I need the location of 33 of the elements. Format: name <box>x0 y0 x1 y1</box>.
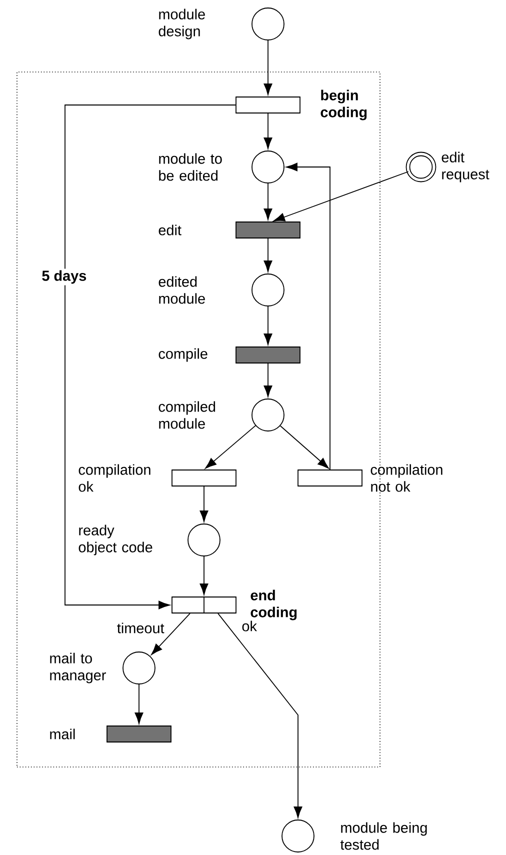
arrow <box>264 113 272 149</box>
node-label: edit <box>158 224 182 236</box>
arrow <box>205 425 256 469</box>
arrow <box>264 183 272 220</box>
node-label: mail to manager <box>50 652 106 684</box>
arrow <box>151 613 190 655</box>
node-label: compiled module <box>158 401 216 429</box>
arrow <box>64 104 236 610</box>
arrow <box>264 306 272 345</box>
arrow <box>200 486 208 522</box>
arrow <box>264 363 272 397</box>
node-label: edit request <box>442 152 490 182</box>
edge-label: 5 days <box>40 268 88 286</box>
node-label: compilation not ok <box>370 464 442 492</box>
node-label: compilation ok <box>78 464 150 492</box>
arrow <box>264 238 272 272</box>
node-label: begin coding <box>320 90 367 120</box>
arrow <box>200 556 208 595</box>
arrow <box>218 613 302 818</box>
node-label: compile <box>158 348 208 362</box>
arrow <box>134 684 144 724</box>
arrow <box>273 171 409 222</box>
node-label: mail <box>50 728 75 740</box>
node-label: ready object code <box>78 524 152 556</box>
node-label: edited module <box>158 276 205 304</box>
arrow <box>264 40 272 95</box>
node-label: module design <box>158 8 205 40</box>
edge-label: ok <box>240 619 258 633</box>
arrow <box>280 425 329 469</box>
edge-label: timeout <box>115 621 166 635</box>
arrow <box>286 162 330 470</box>
node-label: module being tested <box>340 822 427 850</box>
node-label: module to be edited <box>159 153 222 181</box>
